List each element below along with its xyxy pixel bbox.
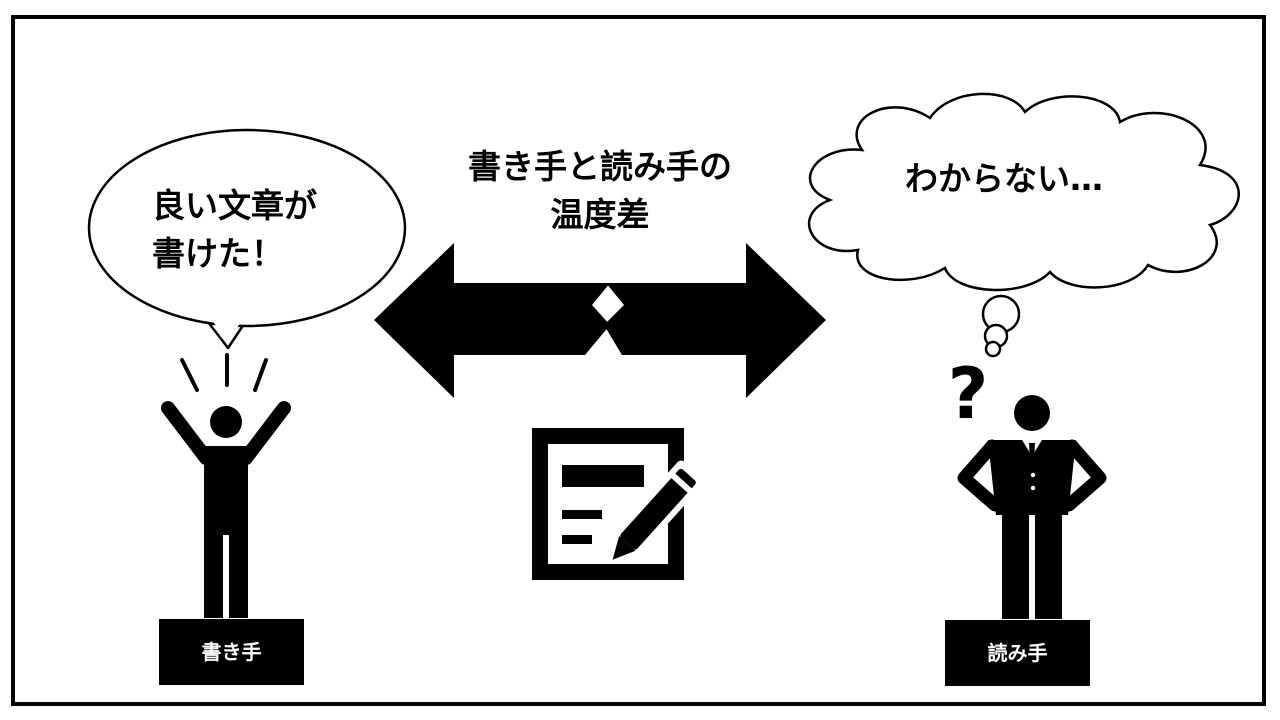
writer-label: 書き手 <box>159 619 304 685</box>
writer-figure-icon <box>161 401 291 618</box>
reader-label: 読み手 <box>945 620 1090 686</box>
center-title-line1: 書き手と読み手の <box>468 147 732 186</box>
reader-figure-icon <box>957 395 1107 619</box>
center-title: 書き手と読み手の 温度差 <box>400 143 800 239</box>
center-title-line2: 温度差 <box>550 195 650 234</box>
document-pen-icon <box>532 428 705 591</box>
thought-cloud <box>808 92 1240 358</box>
excitement-lines-icon <box>180 353 268 392</box>
broken-double-arrow-icon <box>374 243 826 398</box>
outer-frame <box>11 15 1266 706</box>
speech-bubble <box>87 128 407 350</box>
thought-cloud-text: わからない… <box>905 159 1103 198</box>
speech-bubble-text: 良い文章が 書けた！ <box>152 182 382 278</box>
speech-line2: 書けた！ <box>152 234 284 273</box>
question-mark-icon: ? <box>948 353 989 435</box>
speech-line1: 良い文章が <box>152 186 317 225</box>
